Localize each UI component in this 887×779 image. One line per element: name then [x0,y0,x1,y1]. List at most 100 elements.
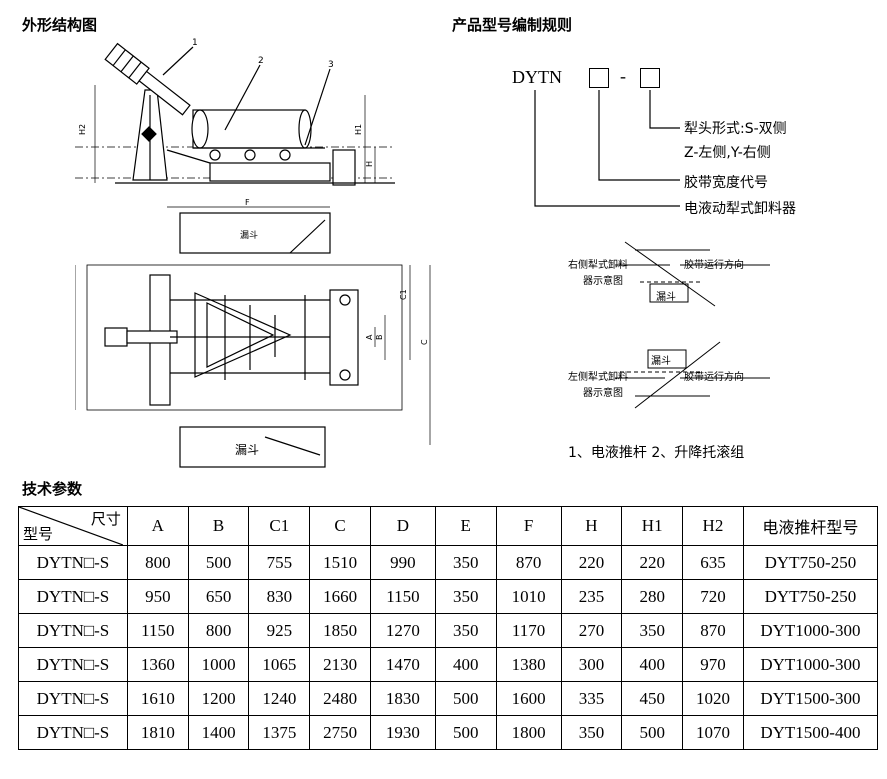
value-cell: 500 [187,545,250,580]
c1-label: C1 [399,289,408,300]
model-dash: - [620,66,626,86]
value-cell: 220 [560,545,623,580]
value-cell: 830 [248,579,311,614]
value-cell: 1400 [187,715,250,750]
value-cell: DYT1000-300 [742,613,879,648]
value-cell: 450 [621,681,684,716]
value-cell: 1610 [126,681,189,716]
header-c: C [309,506,371,546]
value-cell: 350 [434,613,497,648]
right-side-schematic [615,241,770,307]
right-schematic-label-1: 右侧犁式卸料 [568,260,628,271]
tech-params-table: 尺寸 型号 A B C1 C D E F H H1 H2 电液推杆型号 DYTN… [18,506,879,750]
model-cell: DYTN□-S [18,579,128,614]
c-label: C [420,339,429,345]
value-cell: 800 [187,613,250,648]
value-cell: 800 [126,545,189,580]
value-cell: 1660 [309,579,371,614]
value-cell: DYT750-250 [742,579,879,614]
rule-plow-type: 犁头形式:S-双侧 [684,121,787,137]
header-f: F [495,506,562,546]
left-schematic-label-2: 器示意图 [583,388,623,399]
value-cell: 1800 [495,715,562,750]
corner-size-label: 尺寸 [90,510,121,528]
left-schematic-label-1: 左侧犁式卸料 [568,372,628,383]
left-hopper-label: 漏斗 [651,356,671,367]
model-cell: DYTN□-S [18,715,128,750]
model-rule-title: 产品型号编制规则 [452,16,573,34]
value-cell: 350 [621,613,684,648]
value-cell: 1240 [248,681,311,716]
value-cell: 300 [560,647,623,682]
value-cell: 925 [248,613,311,648]
model-cell: DYTN□-S [18,681,128,716]
value-cell: 2480 [309,681,371,716]
value-cell: 635 [682,545,744,580]
value-cell: 950 [126,579,189,614]
value-cell: 500 [621,715,684,750]
h1-label: H1 [354,124,363,135]
header-actuator-model: 电液推杆型号 [742,506,879,546]
value-cell: 1065 [248,647,311,682]
value-cell: DYT1000-300 [742,647,879,682]
header-h: H [560,506,623,546]
value-cell: 350 [560,715,623,750]
value-cell: 2750 [309,715,371,750]
value-cell: 350 [434,545,497,580]
b-label: B [375,335,384,341]
value-cell: 1510 [309,545,371,580]
hopper-top-label: 漏斗 [240,229,258,241]
rule-plow-sides: Z-左侧,Y-右侧 [684,145,771,161]
right-belt-direction: 胶带运行方向 [684,260,744,271]
value-cell: 1470 [369,647,436,682]
plow-type-box [640,68,660,88]
right-hopper-label: 漏斗 [656,292,676,303]
left-side-schematic [615,341,770,409]
value-cell: 1270 [369,613,436,648]
value-cell: DYT1500-300 [742,681,879,716]
model-cell: DYTN□-S [18,647,128,682]
value-cell: 1170 [495,613,562,648]
header-h1: H1 [621,506,684,546]
parts-legend: 1、电液推杆 2、升降托滚组 [568,445,745,461]
value-cell: 990 [369,545,436,580]
value-cell: 1360 [126,647,189,682]
value-cell: DYT750-250 [742,545,879,580]
value-cell: 1375 [248,715,311,750]
value-cell: 1600 [495,681,562,716]
rule-product-name: 电液动犁式卸料器 [684,201,796,217]
value-cell: 970 [682,647,744,682]
value-cell: 500 [434,715,497,750]
h2-label: H2 [78,124,87,135]
header-h2: H2 [682,506,744,546]
outline-drawing: 1 2 3 H2 H1 H F 漏斗 C1 C D B A 漏斗 [75,38,431,468]
value-cell: 1380 [495,647,562,682]
table-header-row: 尺寸 型号 A B C1 C D E F H H1 H2 电液推杆型号 [18,506,879,546]
left-belt-direction: 胶带运行方向 [684,372,744,383]
value-cell: 220 [621,545,684,580]
value-cell: 870 [495,545,562,580]
value-cell: 1830 [369,681,436,716]
value-cell: 235 [560,579,623,614]
f-label: F [245,198,250,207]
tech-params-title: 技术参数 [22,480,83,498]
value-cell: 350 [434,579,497,614]
value-cell: 1930 [369,715,436,750]
value-cell: 720 [682,579,744,614]
header-a: A [126,506,189,546]
header-d: D [369,506,436,546]
value-cell: 1150 [126,613,189,648]
value-cell: 400 [621,647,684,682]
header-c1: C1 [248,506,311,546]
value-cell: 1020 [682,681,744,716]
value-cell: 270 [560,613,623,648]
header-b: B [187,506,250,546]
model-cell: DYTN□-S [18,545,128,580]
value-cell: 280 [621,579,684,614]
value-cell: 1150 [369,579,436,614]
